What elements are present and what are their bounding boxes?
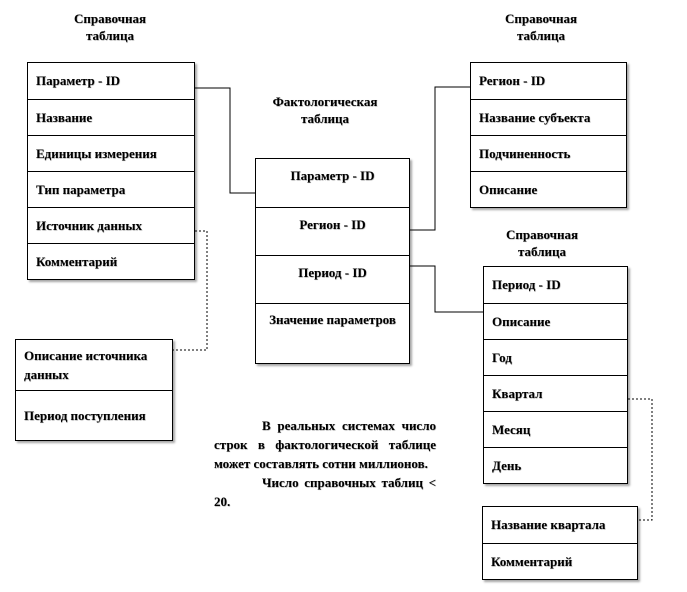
- source-table: Описание источника данных Период поступл…: [15, 339, 173, 441]
- period-row-quarter: Квартал: [484, 375, 627, 411]
- params-row-comment: Комментарий: [28, 243, 194, 279]
- region-row-description: Описание: [471, 171, 626, 207]
- quarter-row-name: Название квартала: [491, 517, 606, 532]
- period-row-description: Описание: [484, 303, 627, 339]
- params-row-source: Источник данных: [28, 207, 194, 243]
- link-fact-to-region: [410, 86, 470, 231]
- note-paragraph-tables: Число справочных таблиц < 20.: [214, 475, 436, 509]
- fact-row-value: Значение параметров: [256, 303, 409, 363]
- caption-period-table: Справочная таблица: [505, 227, 579, 259]
- period-row-id: Период - ID: [492, 277, 561, 292]
- caption-params-table: Справочная таблица: [73, 11, 147, 43]
- fact-row-period-id: Период - ID: [256, 255, 409, 303]
- params-row-name: Название: [28, 99, 194, 135]
- fact-table: Параметр - ID Регион - ID Период - ID Зн…: [255, 158, 410, 364]
- region-row-subordination: Подчиненность: [471, 135, 626, 171]
- params-row-type: Тип параметра: [28, 171, 194, 207]
- region-table: Регион - ID Название субъекта Подчиненно…: [470, 62, 627, 208]
- caption-region-table: Справочная таблица: [504, 11, 578, 43]
- fact-row-region-id: Регион - ID: [256, 207, 409, 255]
- link-fact-to-period: [410, 265, 483, 313]
- link-params-to-fact: [195, 87, 255, 194]
- caption-fact-table: Фактологическая таблица: [272, 94, 378, 126]
- region-row-id: Регион - ID: [479, 73, 546, 88]
- period-row-month: Месяц: [484, 411, 627, 447]
- period-row-year: Год: [484, 339, 627, 375]
- fact-row-param-id: Параметр - ID: [290, 168, 375, 183]
- period-row-day: День: [484, 447, 627, 483]
- note-text: В реальных системах число строк в фактол…: [214, 416, 436, 511]
- source-row-description: Описание источника данных: [24, 348, 148, 382]
- note-paragraph-rows: В реальных системах число строк в фактол…: [214, 418, 436, 471]
- period-table: Период - ID Описание Год Квартал Месяц Д…: [483, 266, 628, 484]
- source-row-period: Период поступления: [16, 390, 172, 440]
- link-source-dotted: [173, 230, 208, 351]
- params-row-units: Единицы измерения: [28, 135, 194, 171]
- params-table: Параметр - ID Название Единицы измерения…: [27, 62, 195, 280]
- quarter-table: Название квартала Комментарий: [482, 506, 638, 580]
- params-row-id: Параметр - ID: [36, 73, 121, 88]
- quarter-row-comment: Комментарий: [483, 543, 637, 579]
- region-row-name: Название субъекта: [471, 99, 626, 135]
- link-quarter-dotted: [628, 398, 653, 521]
